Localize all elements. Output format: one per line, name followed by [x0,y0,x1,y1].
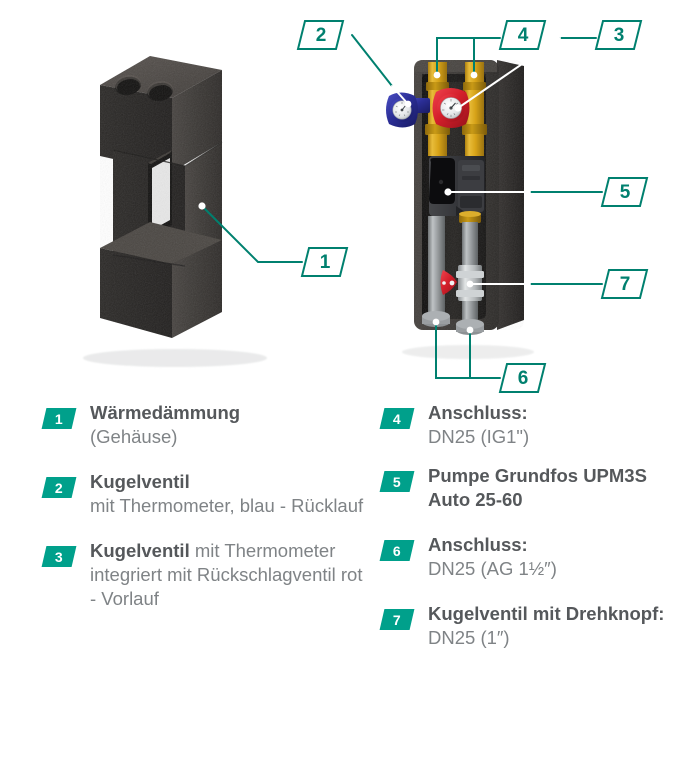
legend-normal-2: mit Thermometer, blau - Rücklauf [90,495,364,517]
legend-column-left: 1 Wärmedämmung (Gehäuse) 2 Kugelventil m… [41,400,364,617]
callout-badges: 2 4 3 1 5 7 6 [296,20,649,393]
pump-station-photo [386,60,534,359]
legend-badge-7-number: 7 [393,611,401,628]
legend-text-6: Anschluss: DN25 (AG 1½″) [428,532,682,581]
legend-column-right: 4 Anschluss: DN25 (IG1") 5 Pumpe Grundfo… [379,400,682,656]
legend-badge-1: 1 [41,408,77,429]
callout-badge-3-number: 3 [614,25,625,46]
legend-text-1: Wärmedämmung (Gehäuse) [90,400,364,449]
legend-bold-7: Kugelventil mit Drehknopf: [428,603,665,625]
legend-item-2[interactable]: 2 Kugelventil mit Thermometer, blau - Rü… [41,469,364,518]
legend-badge-3-number: 3 [55,548,63,565]
legend-normal-7: DN25 (1″) [428,627,510,649]
legend-normal-4: DN25 (IG1") [428,426,530,448]
callout-badge-7-number: 7 [620,274,631,295]
legend-bold-2: Kugelventil [90,471,190,493]
component-legend: 1 Wärmedämmung (Gehäuse) 2 Kugelventil m… [0,400,688,775]
legend-item-5[interactable]: 5 Pumpe Grundfos UPM3S Auto 25-60 [379,463,682,512]
insulation-housing-photo [83,56,267,367]
legend-normal-1: (Gehäuse) [90,426,178,448]
legend-normal-3: mit Thermometer integriert mit Rückschla… [90,540,363,610]
legend-item-3[interactable]: 3 Kugelventil mit Thermometer integriert… [41,538,364,611]
legend-badge-4: 4 [379,408,415,429]
legend-badge-5: 5 [379,471,415,493]
callout-badge-7: 7 [600,269,649,299]
legend-text-2: Kugelventil mit Thermometer, blau - Rück… [90,469,364,518]
legend-text-4: Anschluss: DN25 (IG1") [428,400,682,449]
legend-item-7[interactable]: 7 Kugelventil mit Drehknopf: DN25 (1″) [379,601,682,650]
callout-badge-4: 4 [498,20,547,50]
legend-text-5: Pumpe Grundfos UPM3S Auto 25-60 [428,463,682,512]
product-diagram-svg: 2 4 3 1 5 7 6 [83,20,649,393]
legend-badge-5-number: 5 [393,473,401,490]
legend-badge-7: 7 [379,609,415,631]
callout-badge-5-number: 5 [620,182,631,203]
legend-badge-2-number: 2 [55,479,63,496]
legend-badge-6: 6 [379,540,415,562]
legend-item-4[interactable]: 4 Anschluss: DN25 (IG1") [379,400,682,449]
callout-badge-1: 1 [300,247,349,277]
legend-bold-3: Kugelventil [90,540,190,562]
legend-bold-5: Pumpe Grundfos UPM3S Auto 25-60 [428,465,647,511]
legend-badge-6-number: 6 [393,542,401,559]
callout-badge-5: 5 [600,177,649,207]
legend-text-3: Kugelventil mit Thermometer integriert m… [90,538,364,611]
red-thermometer-valve [432,88,470,128]
legend-text-7: Kugelventil mit Drehknopf: DN25 (1″) [428,601,682,650]
callout-leaders [198,34,603,379]
product-figure: 2 4 3 1 5 7 6 [83,20,649,393]
grundfos-pump [429,156,485,223]
callout-badge-2-number: 2 [316,25,327,46]
callout-badge-6-number: 6 [518,368,529,389]
legend-badge-2: 2 [41,477,77,499]
callout-badge-2: 2 [296,20,345,50]
legend-badge-3: 3 [41,546,77,568]
legend-bold-4: Anschluss: [428,402,528,423]
callout-badge-6: 6 [498,363,547,393]
callout-badge-4-number: 4 [518,25,529,46]
callout-badge-1-number: 1 [320,252,331,273]
legend-badge-1-number: 1 [55,410,63,427]
callout-badge-3: 3 [594,20,643,50]
legend-item-1[interactable]: 1 Wärmedämmung (Gehäuse) [41,400,364,449]
legend-bold-6: Anschluss: [428,534,528,556]
legend-bold-1: Wärmedämmung [90,402,241,423]
legend-normal-6: DN25 (AG 1½″) [428,558,557,580]
legend-badge-4-number: 4 [393,410,401,427]
left-pipe [428,216,445,320]
legend-item-6[interactable]: 6 Anschluss: DN25 (AG 1½″) [379,532,682,581]
